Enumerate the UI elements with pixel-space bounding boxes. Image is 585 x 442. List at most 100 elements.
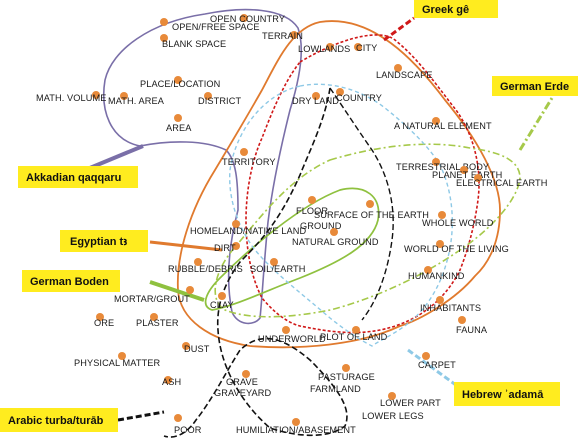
greek-connector (383, 16, 415, 42)
node-dot[interactable] (432, 158, 440, 166)
node-label: DRY LAND (292, 96, 339, 106)
node-label: LOWLANDS (298, 44, 350, 54)
node-dot[interactable] (460, 166, 468, 174)
arabic-boundary (163, 87, 348, 438)
node-label: BLANK SPACE (162, 39, 226, 49)
node-dot[interactable] (218, 292, 226, 300)
node-dot[interactable] (432, 117, 440, 125)
node-label: TERRESTRIAL BODY (396, 162, 489, 172)
arabic-boundary-inner (329, 87, 394, 321)
egyptian-boundary (176, 20, 501, 349)
node-dot[interactable] (424, 266, 432, 274)
node-dot[interactable] (240, 148, 248, 156)
node-label: HOMELAND/NATIVE LAND (190, 226, 306, 236)
node-dot[interactable] (120, 92, 128, 100)
node-label: CITY (356, 43, 377, 53)
node-dot[interactable] (118, 352, 126, 360)
node-dot[interactable] (388, 392, 396, 400)
node-dot[interactable] (270, 258, 278, 266)
node-label: HUMILIATION/ABASEMENT (236, 425, 356, 435)
node-dot[interactable] (174, 114, 182, 122)
german-erde-connector (518, 97, 554, 151)
tag-hebrew-label: Hebrew ʾadamā (462, 389, 544, 401)
node-dot[interactable] (352, 326, 360, 334)
node-dot[interactable] (174, 76, 182, 84)
node-label: LOWER LEGS (362, 411, 424, 421)
node-dot[interactable] (458, 316, 466, 324)
node-label: COUNTRY (336, 93, 382, 103)
node-label: DIRT (214, 243, 236, 253)
node-dot[interactable] (474, 174, 482, 182)
node-label: OPEN/FREE SPACE (172, 22, 260, 32)
node-dot[interactable] (330, 228, 338, 236)
node-dot[interactable] (232, 242, 240, 250)
node-dot[interactable] (366, 200, 374, 208)
greek-boundary (245, 34, 480, 334)
node-dot[interactable] (312, 92, 320, 100)
node-dot[interactable] (160, 18, 168, 26)
node-dot[interactable] (394, 64, 402, 72)
node-dot[interactable] (186, 286, 194, 294)
hebrew-boundary (228, 83, 454, 347)
node-label: LOWER PART (380, 398, 441, 408)
tag-greek: Greek gê (414, 0, 498, 18)
tag-egyptian: Egyptian tꜣ (60, 230, 148, 252)
node-label: FLOOR (296, 206, 328, 216)
node-dot[interactable] (354, 43, 362, 51)
node-label: NATURAL GROUND (292, 237, 379, 247)
tag-german-boden-label: German Boden (30, 276, 109, 288)
node-dot[interactable] (164, 376, 172, 384)
tag-hebrew: Hebrew ʾadamā (454, 382, 560, 406)
node-label: FARMLAND (310, 384, 361, 394)
node-dot[interactable] (438, 211, 446, 219)
node-label: PLASTER (136, 318, 179, 328)
egyptian-connector (149, 240, 223, 252)
node-dot[interactable] (336, 88, 344, 96)
tag-arabic-label: Arabic turba/turāb (8, 415, 104, 427)
node-label: PLACE/LOCATION (140, 79, 220, 89)
node-dot[interactable] (174, 414, 182, 422)
node-label: SOIL/EARTH (250, 264, 305, 274)
node-dot[interactable] (436, 240, 444, 248)
tag-german-erde-label: German Erde (500, 81, 569, 93)
node-label: ASH (162, 377, 181, 387)
node-dot[interactable] (326, 43, 334, 51)
node-dot[interactable] (282, 326, 290, 334)
node-dot[interactable] (422, 352, 430, 360)
node-label: RUBBLE/DEBRIS (168, 264, 243, 274)
node-dot[interactable] (204, 92, 212, 100)
node-dot[interactable] (194, 258, 202, 266)
node-dot[interactable] (160, 34, 168, 42)
node-label: ELECTRICAL EARTH (456, 178, 547, 188)
node-label: CLAY (210, 300, 234, 310)
tag-akkadian: Akkadian qaqqaru (18, 166, 138, 188)
nodes: OPEN COUNTRY OPEN/FREE SPACE TERRAIN BLA… (36, 14, 547, 435)
node-dot[interactable] (342, 364, 350, 372)
german-boden-connector (149, 280, 205, 302)
node-label: POOR (174, 425, 202, 435)
node-dot[interactable] (232, 220, 240, 228)
node-label: DISTRICT (198, 96, 241, 106)
node-dot[interactable] (436, 296, 444, 304)
node-dot[interactable] (240, 14, 248, 22)
arabic-connector (117, 410, 165, 422)
node-dot[interactable] (292, 418, 300, 426)
node-dot[interactable] (308, 196, 316, 204)
node-label: HUMANKIND (408, 271, 465, 281)
node-dot[interactable] (182, 342, 190, 350)
node-dot[interactable] (96, 313, 104, 321)
node-label: PLOT OF LAND (320, 332, 388, 342)
node-label: UNDERWORLD (258, 334, 326, 344)
node-label: LANDSCAPE (376, 70, 433, 80)
node-label: ORE (94, 318, 114, 328)
tag-german-boden: German Boden (22, 270, 120, 292)
tag-akkadian-label: Akkadian qaqqaru (26, 172, 121, 184)
node-label: MATH. AREA (108, 96, 165, 106)
node-dot[interactable] (92, 91, 100, 99)
node-dot[interactable] (150, 313, 158, 321)
node-label: MORTAR/GROUT (114, 294, 190, 304)
node-dot[interactable] (242, 370, 250, 378)
tag-egyptian-label: Egyptian tꜣ (70, 236, 127, 248)
node-label: INHABITANTS (420, 303, 481, 313)
node-dot[interactable] (290, 31, 298, 39)
